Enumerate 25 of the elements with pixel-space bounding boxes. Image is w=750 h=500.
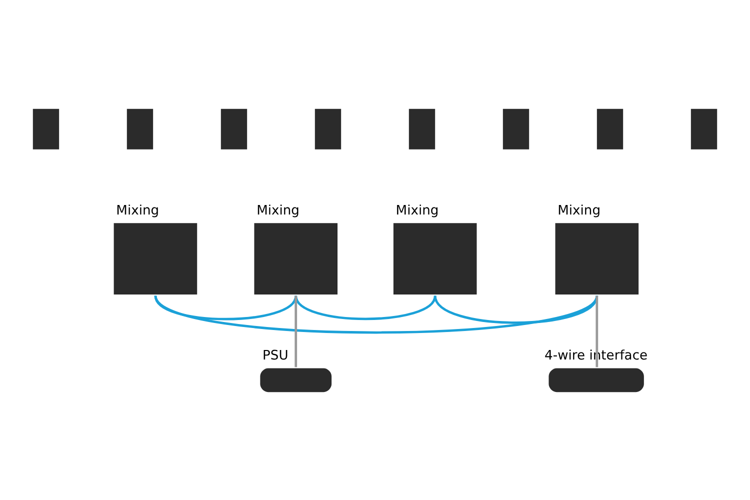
node-box (502, 108, 530, 149)
connector (154, 294, 598, 334)
node-label: 4-wire interface (544, 348, 648, 364)
connector (434, 294, 598, 324)
node-box (114, 222, 198, 294)
node-box (260, 368, 332, 392)
node-box (690, 108, 718, 149)
connector (294, 294, 436, 320)
node-box (555, 222, 639, 294)
node-box (548, 368, 644, 392)
node-label: Mixing (116, 203, 160, 218)
node-box (596, 108, 624, 149)
connector (596, 295, 598, 367)
node-box (408, 108, 436, 149)
node-label: Mixing (256, 203, 300, 218)
node-box (32, 108, 60, 149)
node-box (314, 108, 342, 149)
node-label: PSU (262, 348, 288, 364)
node-box (254, 222, 338, 294)
connector (294, 295, 298, 367)
node-box (126, 108, 154, 149)
node-box (393, 222, 477, 294)
node-label: Mixing (558, 203, 601, 218)
node-label: Mixing (396, 203, 439, 218)
node-box (220, 108, 248, 149)
